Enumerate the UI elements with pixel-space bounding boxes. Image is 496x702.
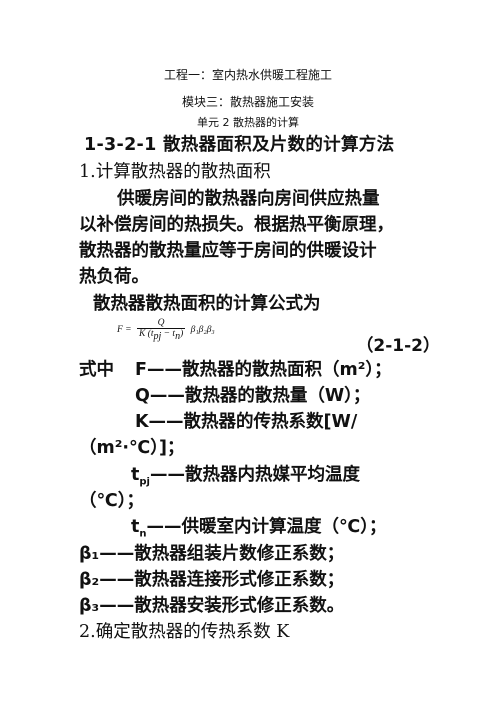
definitions-prefix: 式中: [79, 360, 114, 380]
paragraph-1-line-2: 以补偿房间的热损失。根据热平衡原理，: [79, 215, 394, 235]
formula-intro: 散热器散热面积的计算公式为: [93, 294, 321, 314]
def-tpj-line-1: tpj——散热器内热媒平均温度: [131, 465, 360, 488]
formula-betas: β₁β₂β₃: [190, 325, 215, 336]
formula-numerator: Q: [136, 318, 186, 329]
header-project: 工程一：室内热水供暖工程施工: [163, 68, 332, 82]
def-F: F——散热器的散热面积（m²）；: [135, 360, 392, 380]
def-Q: Q——散热器的散热量（W）；: [135, 386, 371, 406]
formula-denominator: K (tpj − tn): [138, 329, 184, 342]
def-beta-1: β₁——散热器组装片数修正系数；: [79, 544, 345, 564]
def-K-line-2: （m²·℃）]；: [79, 438, 185, 458]
def-K-line-1: K——散热器的传热系数[W/: [135, 412, 358, 432]
formula-lhs: F =: [117, 325, 132, 336]
subsection-1-heading: 1.计算散热器的散热面积: [79, 162, 271, 182]
def-tpj-line-2: （℃）；: [79, 491, 144, 511]
paragraph-1-line-4: 热负荷。: [79, 267, 149, 287]
section-title: 1-3-2-1 散热器面积及片数的计算方法: [84, 135, 395, 155]
header-unit: 单元 2 散热器的计算: [197, 116, 299, 129]
area-formula: F = Q K (tpj − tn) β₁β₂β₃: [117, 318, 215, 348]
equation-number: （2-1-2）: [356, 336, 440, 356]
def-beta-3: β₃——散热器安装形式修正系数。: [79, 596, 345, 616]
paragraph-1-line-1: 供暖房间的散热器向房间供应热量: [117, 189, 380, 209]
def-beta-2: β₂——散热器连接形式修正系数；: [79, 570, 345, 590]
header-module: 模块三：散热器施工安装: [181, 95, 314, 109]
def-tn: tn——供暖室内计算温度（℃）；: [131, 517, 387, 540]
formula-fraction: Q K (tpj − tn): [136, 318, 186, 342]
subsection-2-heading: 2.确定散热器的传热系数 K: [79, 622, 290, 642]
paragraph-1-line-3: 散热器的散热量应等于房间的供暖设计: [79, 241, 377, 261]
